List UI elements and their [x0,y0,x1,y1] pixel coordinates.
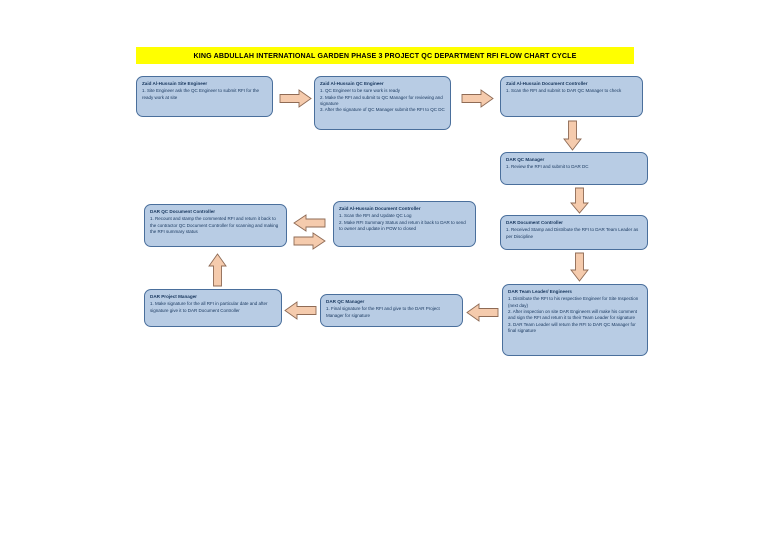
node-dar-qc-document-controller-body: 1. Recount and stamp the commented RFI a… [150,216,279,234]
node-zh-document-controller-mid-title: Zaid Al-Hussain Document Controller [339,206,421,211]
node-dar-team-leader-title: DAR Team Leader/ Engineers [508,289,572,294]
node-dar-team-leader-body: 1. Distribute the RFI to his respective … [508,296,639,334]
node-dar-document-controller[interactable]: DAR Document Controller 1. Received Stam… [500,215,648,250]
node-dar-document-controller-body: 1. Received Stamp and Distribute the RFI… [506,227,639,239]
node-dar-qc-manager-bottom-title: DAR QC Manager [326,299,365,304]
node-zh-document-controller-top-title: Zaid Al-Hussain Document Controller [506,81,588,86]
arrow-qc-engineer-to-document-controller [461,89,494,108]
node-dar-qc-document-controller-title: DAR QC Document Controller [150,209,216,214]
node-dar-qc-manager-top[interactable]: DAR QC Manager 1. Review the RFI and sub… [500,152,648,185]
node-dar-project-manager[interactable]: DAR Project Manager 1. Make signature fo… [144,289,282,327]
node-dar-qc-manager-bottom-body: 1. Final signature for the RFI and give … [326,306,440,318]
arrow-team-leader-to-dar-qc-manager [466,303,499,322]
arrow-project-manager-to-dar-qc-dc [208,253,227,287]
node-dar-qc-manager-top-title: DAR QC Manager [506,157,545,162]
node-dar-project-manager-title: DAR Project Manager [150,294,197,299]
node-zh-document-controller-top-body: 1. Scan the RFI and submit to DAR QC Man… [506,88,622,94]
node-zh-document-controller-top[interactable]: Zaid Al-Hussain Document Controller 1. S… [500,76,643,117]
node-qc-engineer-body: 1. QC Engineer to be sure work is ready … [320,88,445,113]
node-dar-qc-manager-top-body: 1. Review the RFI and submit to DAR DC [506,164,589,170]
node-qc-engineer[interactable]: Zaid Al-Hussain QC Engineer 1. QC Engine… [314,76,451,130]
node-zh-document-controller-mid-body: 1. Scan the RFI and Update QC Log 2. Mak… [339,213,466,231]
arrow-zh-dc-to-dar-qc-dc [293,214,326,232]
node-qc-engineer-title: Zaid Al-Hussain QC Engineer [320,81,384,86]
node-site-engineer-title: Zaid Al-Hussain Site Engineer [142,81,208,86]
node-zh-document-controller-mid[interactable]: Zaid Al-Hussain Document Controller 1. S… [333,201,476,247]
node-dar-qc-manager-bottom[interactable]: DAR QC Manager 1. Final signature for th… [320,294,463,327]
node-dar-document-controller-title: DAR Document Controller [506,220,563,225]
arrow-dc-to-dar-qc-manager [563,120,582,151]
arrow-site-engineer-to-qc-engineer [279,89,312,108]
arrow-dar-qc-manager-to-project-manager [284,301,317,320]
node-site-engineer-body: 1. Site Engineer ask the QC Engineer to … [142,88,260,100]
node-dar-team-leader[interactable]: DAR Team Leader/ Engineers 1. Distribute… [502,284,648,356]
arrow-dar-qc-dc-to-zh-dc [293,232,326,250]
node-dar-qc-document-controller[interactable]: DAR QC Document Controller 1. Recount an… [144,204,287,247]
node-site-engineer[interactable]: Zaid Al-Hussain Site Engineer 1. Site En… [136,76,273,117]
page-title: KING ABDULLAH INTERNATIONAL GARDEN PHASE… [193,51,577,60]
page-title-banner: KING ABDULLAH INTERNATIONAL GARDEN PHASE… [136,47,634,64]
arrow-dar-qc-manager-to-dar-dc [570,187,589,214]
arrow-dar-dc-to-team-leader [570,252,589,282]
node-dar-project-manager-body: 1. Make signature for the all RFI in par… [150,301,268,313]
